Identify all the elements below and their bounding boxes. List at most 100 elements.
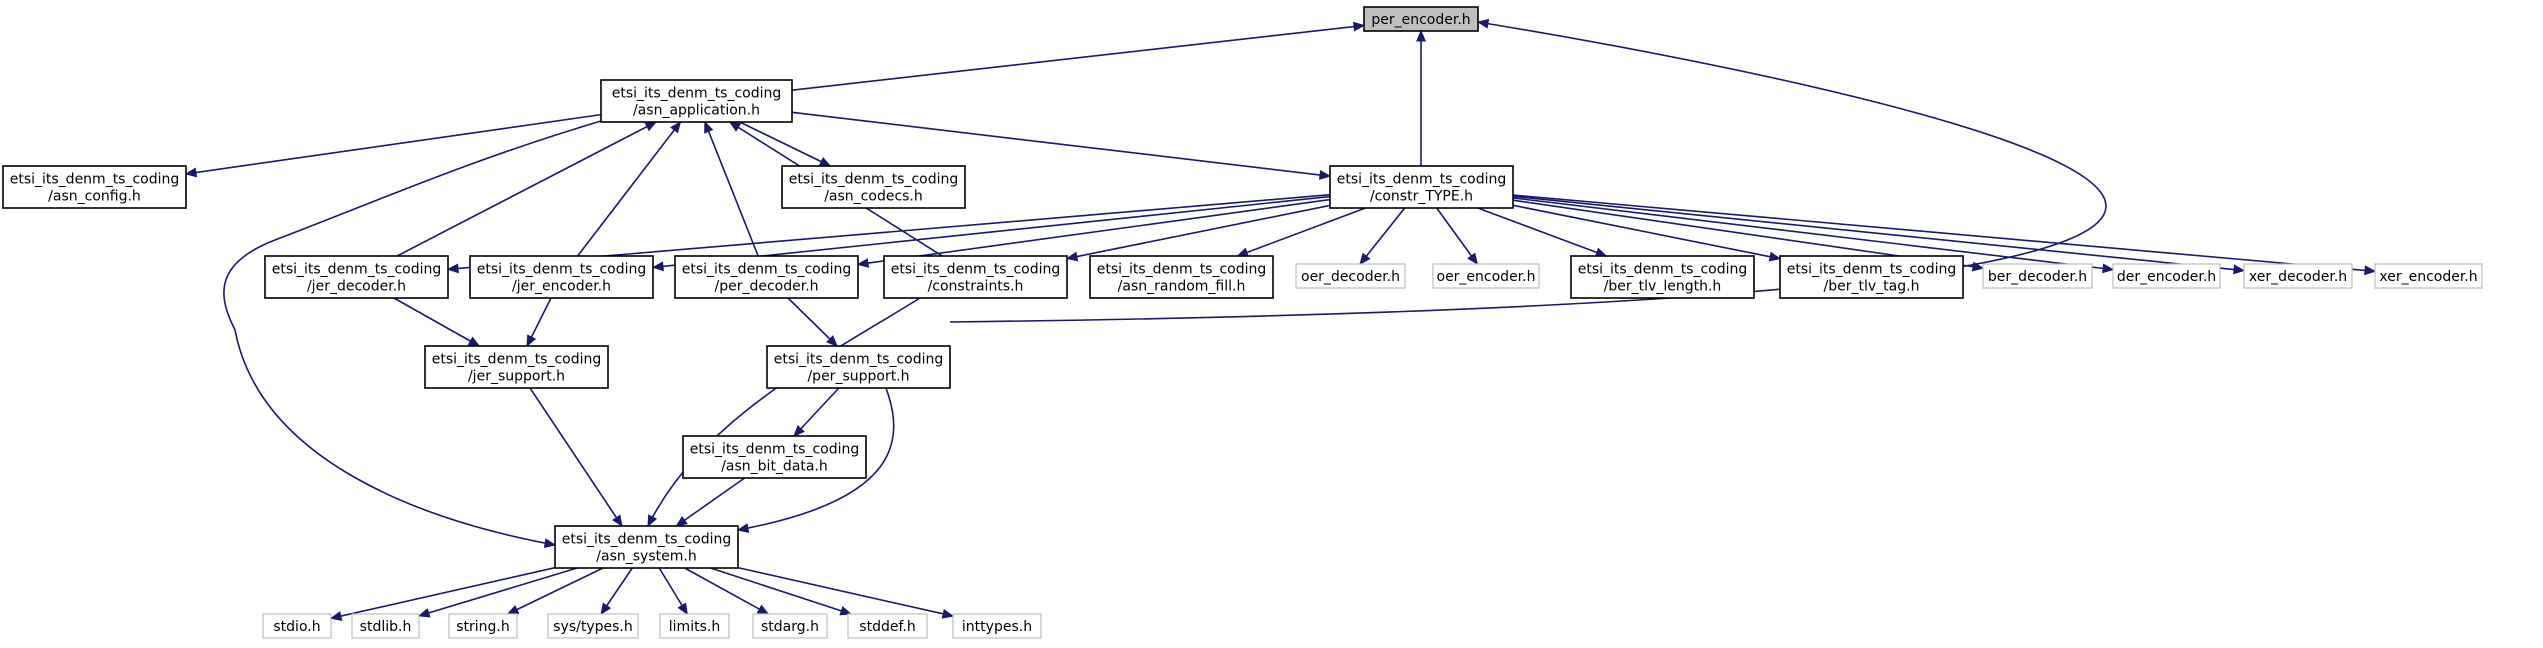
edge-arrowhead-jer-decoder-to-jer-support (467, 336, 481, 347)
edge-arrowhead-jer-encoder-to-asn-application (670, 120, 682, 134)
node-label-ber-tlv-tag-0: etsi_its_denm_ts_coding (1787, 262, 1957, 278)
edge-per-decoder-to-asn-application (704, 121, 759, 257)
node-box-constr-TYPE (1329, 165, 1514, 209)
edge-arrowhead-asn-system-to-stdarg (756, 604, 770, 615)
node-ber-tlv-length[interactable]: etsi_its_denm_ts_coding/ber_tlv_length.h (1570, 255, 1755, 299)
edge-arrowhead-jer-decoder-to-asn-application (644, 121, 658, 132)
node-label-jer-support-1: /jer_support.h (468, 369, 565, 385)
node-label-asn-application-1: /asn_application.h (633, 103, 760, 119)
node-label-asn-system-0: etsi_its_denm_ts_coding (562, 532, 732, 548)
node-box-stdio (262, 613, 332, 639)
node-label-string-0: string.h (456, 619, 510, 635)
node-constraints[interactable]: etsi_its_denm_ts_coding/constraints.h (883, 255, 1068, 299)
edge-asn-application-to-asn-system (223, 120, 602, 546)
edge-asn-system-to-stdlib (418, 567, 578, 617)
edge-constr-TYPE-to-oer-decoder (1359, 207, 1406, 265)
edge-arrowhead-asn-application-to-asn-config (184, 167, 198, 178)
node-jer-support[interactable]: etsi_its_denm_ts_coding/jer_support.h (424, 345, 609, 389)
edge-arrowhead-per-encoder-to-constr-TYPE (1416, 29, 1426, 42)
node-stddef: stddef.h (847, 613, 928, 639)
node-jer-decoder[interactable]: etsi_its_denm_ts_coding/jer_decoder.h (264, 255, 449, 299)
node-box-per-encoder (1363, 6, 1479, 32)
node-label-oer-encoder-0: oer_encoder.h (1437, 269, 1536, 285)
node-box-asn-codecs (781, 165, 966, 209)
node-label-sys-types-0: sys/types.h (553, 619, 632, 635)
edge-line-jer-decoder-to-asn-application (396, 121, 657, 257)
edge-line-constr-TYPE-to-der-encoder (1512, 197, 2114, 271)
edge-line-asn-system-to-string (507, 567, 604, 615)
edge-line-per-decoder-to-asn-application (704, 121, 759, 257)
edge-arrowhead-asn-application-to-asn-codecs (818, 156, 832, 167)
node-asn-application[interactable]: etsi_its_denm_ts_coding/asn_application.… (600, 79, 793, 123)
edge-jer-encoder-to-asn-application (576, 121, 682, 257)
edge-constraints-to-asn-system (647, 297, 921, 527)
node-per-encoder[interactable]: per_encoder.h (1363, 6, 1479, 32)
node-asn-system[interactable]: etsi_its_denm_ts_coding/asn_system.h (554, 525, 739, 569)
node-box-stdlib (351, 613, 420, 639)
edge-arrowhead-asn-system-to-limits (677, 602, 688, 616)
node-per-decoder[interactable]: etsi_its_denm_ts_coding/per_decoder.h (674, 255, 859, 299)
node-label-asn-system-1: /asn_system.h (596, 549, 696, 565)
edge-arrowhead-constr-TYPE-to-xer-decoder (2233, 264, 2246, 275)
node-label-asn-codecs-0: etsi_its_denm_ts_coding (789, 172, 959, 188)
edge-per-decoder-to-per-support (787, 297, 838, 347)
node-box-ber-tlv-tag (1779, 255, 1964, 299)
edge-line-constraints-to-asn-system (647, 297, 921, 527)
node-label-per-decoder-1: /per_decoder.h (714, 279, 818, 295)
node-asn-config[interactable]: etsi_its_denm_ts_coding/asn_config.h (2, 165, 187, 209)
edge-arrowhead-constr-TYPE-to-jer-decoder (446, 263, 459, 274)
node-label-asn-application-0: etsi_its_denm_ts_coding (612, 86, 782, 102)
edge-constr-TYPE-to-oer-encoder (1436, 207, 1478, 265)
node-asn-random-fill[interactable]: etsi_its_denm_ts_coding/asn_random_fill.… (1089, 255, 1274, 299)
edge-constr-TYPE-to-constraints (1066, 204, 1331, 260)
edge-line-asn-application-to-asn-system (223, 120, 602, 546)
node-per-support[interactable]: etsi_its_denm_ts_coding/per_support.h (766, 345, 951, 389)
edge-constr-TYPE-to-asn-random-fill (1237, 207, 1366, 257)
node-box-jer-support (424, 345, 609, 389)
edge-line-asn-bit-data-to-asn-system (675, 477, 746, 527)
edge-arrowhead-constr-TYPE-to-jer-encoder (651, 261, 664, 272)
node-stdio: stdio.h (262, 613, 332, 639)
edge-arrowhead-per-decoder-to-asn-application (704, 120, 714, 134)
edge-arrowhead-constr-TYPE-to-per-decoder (856, 258, 870, 268)
edge-asn-system-to-inttypes (737, 566, 954, 617)
node-stdarg: stdarg.h (752, 613, 828, 639)
edge-constr-TYPE-to-per-decoder (857, 198, 1331, 266)
node-box-xer-encoder (2374, 263, 2483, 289)
node-inttypes: inttypes.h (952, 613, 1042, 639)
edge-arrowhead-constr-TYPE-to-oer-encoder (1467, 252, 1479, 266)
node-box-jer-encoder (469, 255, 654, 299)
node-oer-decoder: oer_decoder.h (1295, 263, 1406, 289)
edge-arrowhead-asn-system-to-sys-types (600, 602, 612, 616)
edge-arrowhead-constr-TYPE-to-xer-encoder (2364, 265, 2377, 276)
node-box-stddef (847, 613, 928, 639)
edge-constr-TYPE-to-der-encoder (1512, 197, 2114, 271)
edge-constr-TYPE-to-xer-decoder (1512, 195, 2245, 272)
edge-constr-TYPE-to-xer-encoder (1512, 194, 2376, 273)
edge-line-asn-system-to-inttypes (737, 566, 954, 617)
edge-line-jer-support-to-asn-system (529, 387, 623, 527)
edge-arrowhead-jer-support-to-asn-system (612, 514, 623, 528)
node-label-stdlib-0: stdlib.h (360, 619, 412, 635)
node-box-jer-decoder (264, 255, 449, 299)
edge-per-encoder-to-asn-application (791, 24, 1365, 91)
node-label-asn-bit-data-1: /asn_bit_data.h (721, 459, 828, 475)
node-label-stdarg-0: stdarg.h (761, 619, 819, 635)
node-jer-encoder[interactable]: etsi_its_denm_ts_coding/jer_encoder.h (469, 255, 654, 299)
nodes-layer: per_encoder.h etsi_its_denm_ts_coding/asn… (2, 6, 2483, 639)
edge-arrowhead-constr-TYPE-to-ber-tlv-tag (1768, 251, 1782, 262)
node-asn-codecs[interactable]: etsi_its_denm_ts_coding/asn_codecs.h (781, 165, 966, 209)
node-ber-tlv-tag[interactable]: etsi_its_denm_ts_coding/ber_tlv_tag.h (1779, 255, 1964, 299)
edge-arrowhead-asn-system-to-string (506, 604, 520, 615)
node-box-asn-random-fill (1089, 255, 1274, 299)
node-constr-TYPE[interactable]: etsi_its_denm_ts_coding/constr_TYPE.h (1329, 165, 1514, 209)
node-label-ber-decoder-0: ber_decoder.h (1988, 269, 2087, 285)
edge-line-per-encoder-to-per-support (949, 21, 2107, 323)
node-limits: limits.h (659, 613, 730, 639)
node-asn-bit-data[interactable]: etsi_its_denm_ts_coding/asn_bit_data.h (682, 435, 867, 479)
edge-line-asn-system-to-stddef (710, 567, 852, 615)
edge-arrowhead-asn-system-to-stdlib (417, 608, 431, 618)
edge-arrowhead-constraints-to-asn-application (728, 121, 742, 132)
node-label-jer-encoder-1: /jer_encoder.h (512, 279, 611, 295)
